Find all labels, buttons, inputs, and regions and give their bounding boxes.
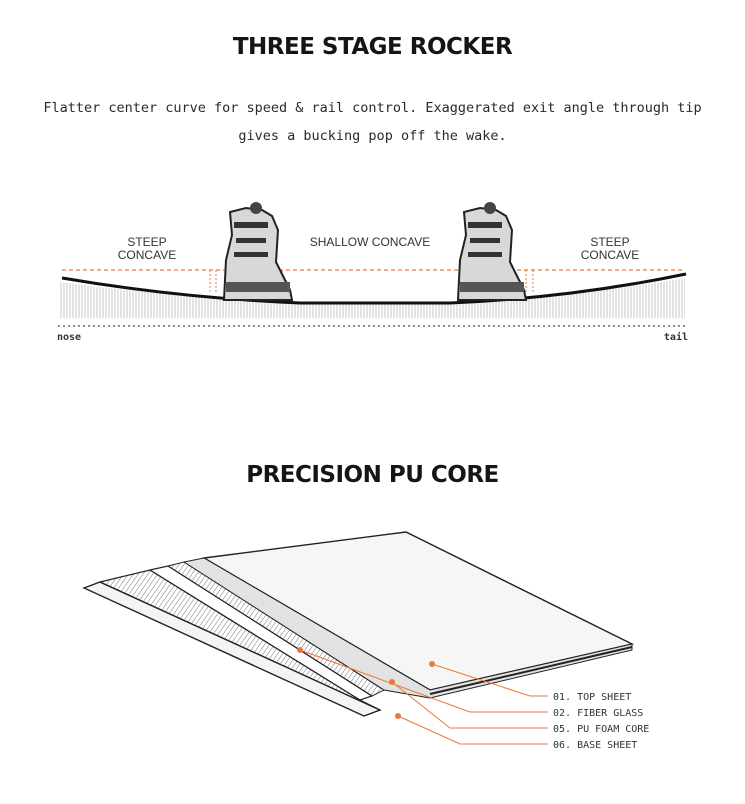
core-diagram: 01. TOP SHEET 02. FIBER GLASS 05. PU FOA… xyxy=(82,531,649,751)
rocker-title: THREE STAGE ROCKER xyxy=(232,34,513,60)
tail-label: tail xyxy=(664,331,688,343)
steep-concave-right-line2: CONCAVE xyxy=(581,248,639,262)
steep-concave-right-line1: STEEP xyxy=(590,235,629,249)
layer-label-top-sheet: 01. TOP SHEET xyxy=(553,692,631,703)
nose-label: nose xyxy=(57,332,81,343)
right-boot-icon xyxy=(456,202,528,301)
layer-label-pu-foam-core: 05. PU FOAM CORE xyxy=(553,724,649,735)
left-boot-icon xyxy=(222,202,294,301)
layer-label-base-sheet: 06. BASE SHEET xyxy=(553,740,637,751)
edge-line xyxy=(429,646,633,695)
layer-label-fiber-glass: 02. FIBER GLASS xyxy=(553,708,643,719)
rocker-hatch-fill xyxy=(60,278,685,318)
leader-lines xyxy=(297,647,548,745)
rocker-diagram: STEEP CONCAVE SHALLOW CONCAVE STEEP CONC… xyxy=(57,202,688,343)
shallow-concave-label: SHALLOW CONCAVE xyxy=(310,235,430,249)
steep-concave-left-line2: CONCAVE xyxy=(118,248,176,262)
core-title: PRECISION PU CORE xyxy=(246,462,499,488)
steep-concave-left-line1: STEEP xyxy=(127,235,166,249)
rocker-description: Flatter center curve for speed & rail co… xyxy=(43,100,702,144)
board-profile xyxy=(61,272,687,305)
